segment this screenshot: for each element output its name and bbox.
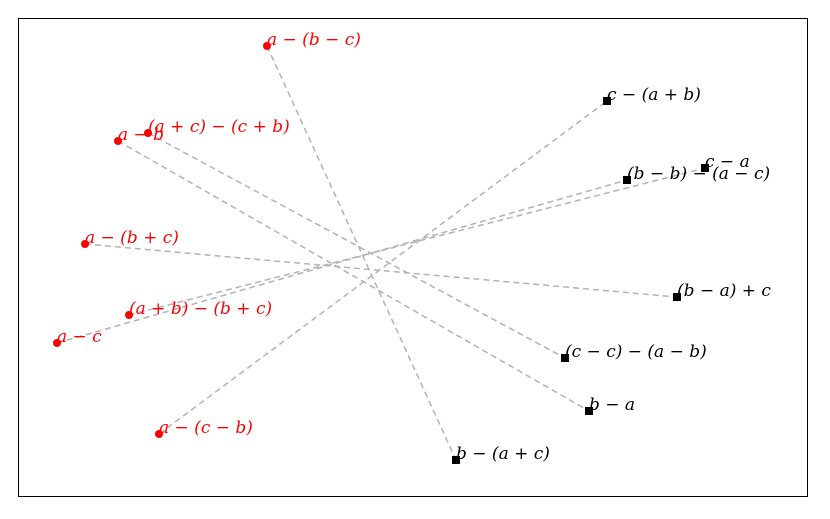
- left-node-label: (a + c) − (c + b): [148, 117, 290, 137]
- left-node-label: a − (b + c): [85, 228, 179, 248]
- left-node-label: a − c: [57, 327, 102, 347]
- right-node-label: (b − a) + c: [677, 281, 771, 301]
- right-node-marker: [673, 293, 681, 301]
- left-node-marker: [144, 129, 152, 137]
- right-node-marker: [561, 354, 569, 362]
- right-node-label: (c − c) − (a − b): [565, 342, 707, 362]
- left-node-label: a − b: [118, 125, 164, 145]
- right-node-marker: [452, 456, 460, 464]
- edge-L7-R1: [158, 100, 608, 435]
- edge-L1-R7: [266, 45, 457, 461]
- edge-L4-R4: [84, 243, 678, 298]
- edge-L6-R3: [56, 179, 628, 344]
- left-node-marker: [81, 240, 89, 248]
- right-node-label: c − (a + b): [607, 85, 701, 105]
- right-node-marker: [701, 164, 709, 172]
- left-node-label: (a + b) − (b + c): [129, 299, 272, 319]
- edge-L2-R5: [147, 132, 566, 359]
- right-node-label: b − a: [589, 395, 635, 415]
- right-node-label: (b − b) − (a − c): [627, 164, 770, 184]
- right-node-marker: [603, 97, 611, 105]
- edge-L3-R6: [117, 140, 590, 412]
- right-node-marker: [585, 407, 593, 415]
- left-node-marker: [263, 42, 271, 50]
- diagram-frame: [18, 18, 808, 497]
- right-node-marker: [623, 176, 631, 184]
- left-node-marker: [53, 339, 61, 347]
- left-node-marker: [155, 430, 163, 438]
- left-node-label: a − (c − b): [159, 418, 253, 438]
- left-node-label: a − (b − c): [267, 30, 361, 50]
- left-node-marker: [114, 137, 122, 145]
- right-node-label: c − a: [705, 152, 750, 172]
- edge-L5-R2: [128, 167, 706, 316]
- right-node-label: b − (a + c): [456, 444, 550, 464]
- left-node-marker: [125, 311, 133, 319]
